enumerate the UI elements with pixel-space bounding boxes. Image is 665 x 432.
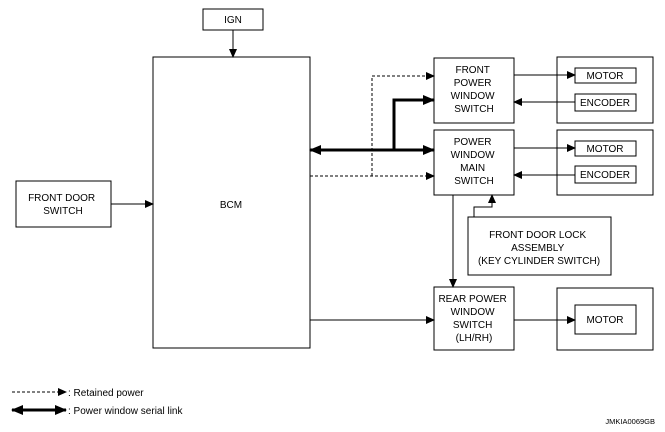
- legend-serial-link-label: : Power window serial link: [68, 406, 183, 417]
- figure-code: JMKIA0069GB: [605, 417, 655, 426]
- retained-power-to-front-switch-line: [371, 72, 435, 176]
- ign-label: IGN: [224, 15, 242, 26]
- bcm-label: BCM: [220, 200, 242, 211]
- front-door-lock-assembly-block: FRONT DOOR LOCK ASSEMBLY (KEY CYLINDER S…: [467, 216, 612, 276]
- rear-power-window-switch-label: REAR POWER WINDOW SWITCH (LH/RH): [438, 294, 509, 344]
- bcm-block: BCM: [152, 56, 311, 349]
- serial-link-bcm-to-front-switch: [309, 95, 435, 155]
- legend-retained-power-label: : Retained power: [68, 388, 144, 399]
- front-window-motor-group: MOTOR ENCODER: [556, 56, 654, 124]
- ign-block: IGN: [202, 8, 264, 31]
- legend: : Retained power : Power window serial l…: [11, 388, 183, 417]
- front-door-switch-label: FRONT DOOR SWITCH: [28, 193, 98, 217]
- front-door-switch-block: FRONT DOOR SWITCH: [15, 180, 112, 228]
- front-power-window-switch-label: FRONT POWER WINDOW SWITCH: [451, 65, 498, 115]
- power-window-main-switch-block: POWER WINDOW MAIN SWITCH: [433, 129, 515, 196]
- main-window-encoder-label: ENCODER: [580, 170, 630, 181]
- main-window-motor-group: MOTOR ENCODER: [556, 129, 654, 196]
- front-door-lock-assembly-label: FRONT DOOR LOCK ASSEMBLY (KEY CYLINDER S…: [478, 230, 600, 267]
- rear-window-motor-label: MOTOR: [586, 315, 623, 326]
- door-lock-to-main-switch-arrow: [473, 194, 496, 217]
- front-window-encoder-label: ENCODER: [580, 98, 630, 109]
- main-window-motor-label: MOTOR: [586, 144, 623, 155]
- rear-power-window-switch-block: REAR POWER WINDOW SWITCH (LH/RH): [433, 286, 515, 351]
- rear-window-motor-group: MOTOR: [556, 287, 654, 351]
- power-window-main-switch-label: POWER WINDOW MAIN SWITCH: [451, 137, 498, 187]
- front-window-motor-label: MOTOR: [586, 71, 623, 82]
- front-power-window-switch-block: FRONT POWER WINDOW SWITCH: [433, 57, 515, 124]
